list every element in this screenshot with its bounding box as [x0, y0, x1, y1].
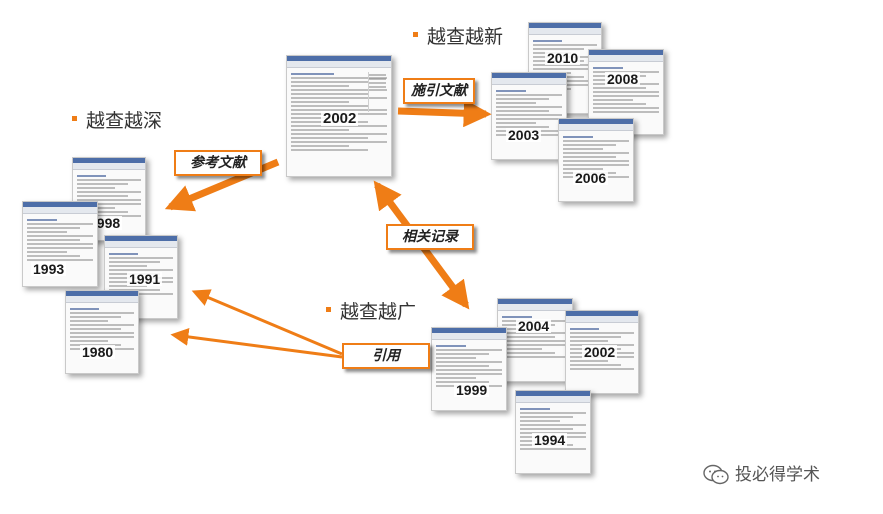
doc-year: 2002 — [321, 110, 359, 127]
arrow-citing — [397, 99, 492, 128]
watermark-text: 投必得学术 — [735, 465, 820, 485]
newer-doc: 2003 — [491, 72, 567, 160]
doc-year: 2010 — [545, 50, 581, 66]
doc-year: 2008 — [605, 71, 641, 87]
doc-year: 2003 — [506, 127, 542, 143]
bullet-icon — [72, 116, 77, 121]
doc-year: 2002 — [582, 344, 618, 360]
related-doc: 2002 — [565, 310, 639, 394]
arrow-cited-upper — [191, 289, 343, 356]
bullet-icon — [326, 307, 331, 312]
related-doc: 1999 — [431, 327, 507, 411]
center-doc: 2002 — [286, 55, 392, 177]
wechat-icon — [703, 464, 729, 485]
doc-year: 2004 — [516, 318, 552, 334]
watermark: 投必得学术 — [703, 460, 820, 486]
older-doc: 1993 — [22, 201, 98, 287]
older-doc: 1980 — [65, 290, 139, 374]
doc-year: 1980 — [80, 344, 116, 360]
doc-year: 1999 — [454, 382, 490, 398]
doc-year: 1991 — [127, 271, 163, 287]
doc-year: 1993 — [31, 261, 67, 277]
heading-deeper: 越查越深 — [72, 112, 162, 131]
heading-newer: 越查越新 — [413, 28, 503, 47]
label-citing: 施引文献 — [403, 78, 475, 104]
heading-deeper-text: 越查越深 — [86, 110, 163, 132]
label-related: 相关记录 — [386, 224, 474, 250]
label-cited: 引用 — [342, 343, 430, 369]
bullet-icon — [413, 32, 418, 37]
arrow-cited-lower — [170, 327, 343, 359]
doc-year: 1994 — [532, 432, 568, 448]
related-doc: 1994 — [515, 390, 591, 474]
heading-newer-text: 越查越新 — [427, 26, 504, 48]
doc-year: 2006 — [573, 170, 609, 186]
newer-doc: 2006 — [558, 118, 634, 202]
label-references: 参考文献 — [174, 150, 262, 176]
